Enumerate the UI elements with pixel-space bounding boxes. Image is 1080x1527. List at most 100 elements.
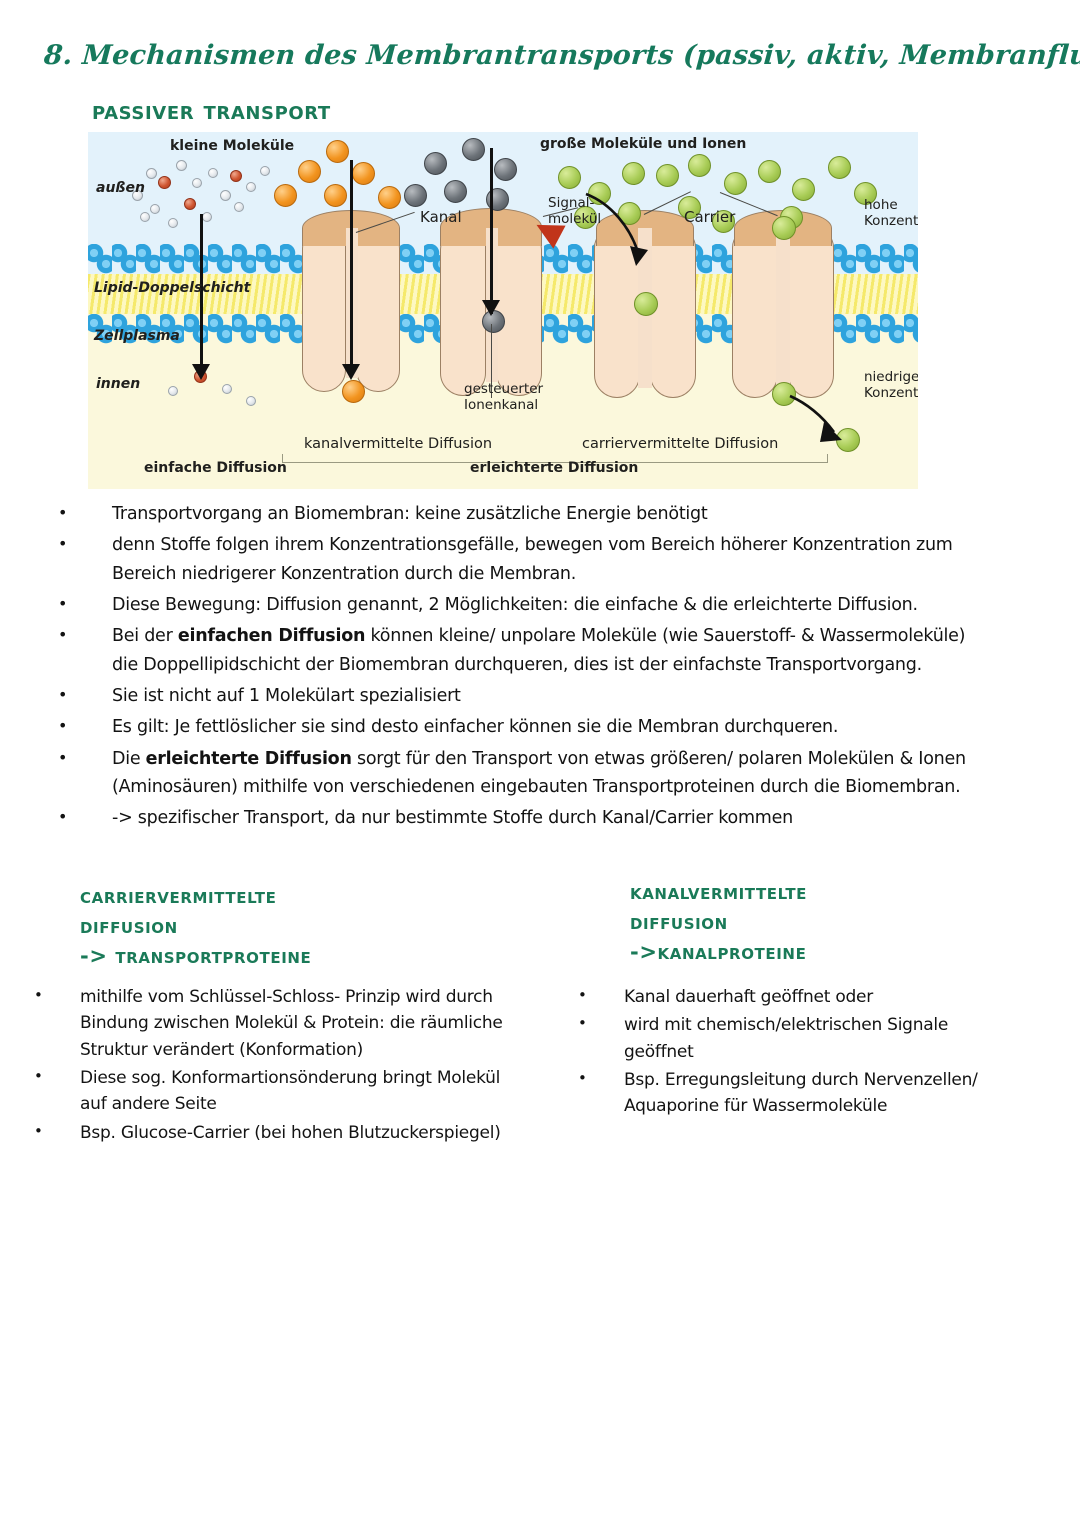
passive-transport-bullet-list: • Transportvorgang an Biomembran: keine … — [52, 500, 982, 836]
bullet-text: -> spezifischer Transport, da nur bestim… — [112, 804, 982, 832]
label-hohe-konzentration-line2: Konzentration — [864, 212, 918, 229]
bullet-text-pre: Es gilt: Je fettlöslicher sie sind desto… — [112, 717, 839, 738]
column-heading-kanalvermittelte-diffusion: kanalvermittelte Diffusion ->kanalprotei… — [630, 878, 807, 967]
label-zellplasma: Zellplasma — [94, 328, 180, 344]
small-molecule — [260, 166, 270, 176]
list-item: • Bsp. Erregungsleitung durch Nervenzell… — [572, 1067, 1002, 1120]
page-title: 8. Mechanismen des Membrantransports (pa… — [42, 40, 1080, 71]
orange-molecule-inside — [342, 380, 365, 403]
list-item: • Bei der einfachen Diffusion können kle… — [52, 622, 982, 679]
bullet-glyph: • — [58, 716, 68, 736]
column-heading-left-line1: carriervermittelte — [80, 884, 277, 908]
list-item: • Diese Bewegung: Diffusion genannt, 2 M… — [52, 591, 982, 619]
green-molecule — [792, 178, 815, 201]
list-item-text: Diese sog. Konformartionsönderung bringt… — [80, 1068, 501, 1115]
label-gesteuerter-ionenkanal: gesteuerter Ionenkanal — [464, 381, 574, 413]
bullet-glyph: • — [578, 1069, 587, 1088]
small-molecule — [220, 190, 231, 201]
label-aussen: außen — [96, 180, 145, 196]
carrier-protein-2-channel — [776, 228, 790, 388]
bullet-glyph: • — [58, 807, 68, 827]
list-item: • Die erleichterte Diffusion sorgt für d… — [52, 745, 982, 802]
bullet-text-post: sorgt für den Transport von etwas größer… — [112, 748, 966, 798]
bullet-text: denn Stoffe folgen ihrem Konzentrationsg… — [112, 531, 982, 588]
small-molecule — [146, 168, 157, 179]
label-signalmolekuel: Signal- molekül — [548, 195, 612, 227]
green-molecule — [724, 172, 747, 195]
orange-molecule — [378, 186, 401, 209]
small-molecule-polar — [158, 176, 171, 189]
bullet-text-pre: Die — [112, 748, 146, 769]
green-molecule — [618, 202, 641, 225]
column-heading-carriervermittelte-diffusion: carriervermittelte Diffusion -> Transpor… — [80, 882, 311, 971]
label-carrier: Carrier — [684, 208, 736, 226]
bullet-text-pre: -> spezifischer Transport, da nur bestim… — [112, 808, 793, 829]
label-niedrige-konzentration-line2: Konzentration — [864, 384, 918, 401]
green-molecule — [688, 154, 711, 177]
bullet-glyph: • — [34, 986, 43, 1004]
label-grosse-molekuele-und-ionen: große Moleküle und Ionen — [540, 136, 747, 152]
bullet-glyph: • — [58, 685, 68, 705]
orange-molecule — [274, 184, 297, 207]
channel-protein-left-lobe — [302, 228, 346, 392]
bullet-text: Diese Bewegung: Diffusion genannt, 2 Mög… — [112, 591, 982, 619]
list-item-text: Bsp. Erregungsleitung durch Nervenzellen… — [624, 1070, 978, 1117]
bullet-text: Transportvorgang an Biomembran: keine zu… — [112, 500, 982, 528]
bullet-text: Es gilt: Je fettlöslicher sie sind desto… — [112, 713, 982, 741]
bullet-glyph: • — [58, 594, 68, 614]
label-innen: innen — [96, 376, 141, 392]
green-molecule — [854, 182, 877, 205]
bullet-glyph: • — [34, 1067, 43, 1086]
bullet-text: Die erleichterte Diffusion sorgt für den… — [112, 745, 982, 802]
label-hohe-konzentration: hohe Konzentration — [864, 197, 918, 229]
orange-molecule — [352, 162, 375, 185]
label-hohe-konzentration-line1: hohe — [864, 197, 898, 213]
green-molecule — [558, 166, 581, 189]
simple-diffusion-arrow-head — [192, 364, 210, 380]
small-molecule — [192, 178, 202, 188]
green-molecule-released — [772, 382, 796, 406]
list-item: • -> spezifischer Transport, da nur best… — [52, 804, 982, 832]
small-molecule-inside — [246, 396, 256, 406]
bullet-text-pre: Bei der — [112, 626, 178, 647]
bullet-glyph: • — [58, 534, 68, 554]
bullet-text-pre: Sie ist nicht auf 1 Molekülart spezialis… — [112, 686, 461, 707]
column-heading-left-line2: Diffusion — [80, 913, 178, 938]
small-molecule — [234, 202, 244, 212]
carrier-protein-1-right-lobe — [650, 228, 696, 398]
small-molecule — [168, 218, 178, 228]
bullet-text-emphasis: erleichterte Diffusion — [145, 748, 352, 769]
green-molecule-bound-carrier-1 — [634, 292, 658, 316]
list-item-text: Bsp. Glucose-Carrier (bei hohen Blutzuck… — [80, 1122, 501, 1143]
bullet-glyph: • — [34, 1121, 43, 1140]
label-signalmolekuel-line1: Signal- — [548, 195, 595, 211]
small-molecule — [202, 212, 212, 222]
gated-channel-arrow-shaft — [490, 148, 493, 314]
grey-molecule — [462, 138, 485, 161]
column-heading-right-line2: Diffusion — [630, 909, 728, 934]
simple-diffusion-arrow-shaft — [200, 214, 203, 376]
list-item: • wird mit chemisch/elektrischen Signale… — [572, 1012, 1002, 1065]
gated-channel-right-lobe — [496, 228, 542, 396]
label-niedrige-konzentration-line1: niedrige — [864, 369, 918, 385]
label-gesteuerter-ionenkanal-line2: Ionenkanal — [464, 396, 539, 413]
green-molecule — [828, 156, 851, 179]
gated-channel-arrow-head — [482, 300, 500, 316]
carrier-diffusion-list: • mithilfe vom Schlüssel-Schloss- Prinzi… — [28, 984, 528, 1148]
carrier-protein-2-right-lobe — [788, 228, 834, 398]
channel-diffusion-list: • Kanal dauerhaft geöffnet oder • wird m… — [572, 984, 1002, 1122]
list-item: • Kanal dauerhaft geöffnet oder — [572, 984, 1002, 1010]
bullet-glyph: • — [578, 986, 587, 1004]
small-molecule — [140, 212, 150, 222]
grey-molecule — [494, 158, 517, 181]
membrane-transport-diagram: kleine Moleküle große Moleküle und Ionen… — [88, 132, 918, 489]
label-carriervermittelte-diffusion: carriervermittelte Diffusion — [582, 436, 779, 452]
green-molecule-entering-carrier-2 — [772, 216, 796, 240]
label-erleichterte-diffusion: erleichterte Diffusion — [470, 460, 639, 476]
column-heading-left-line3: -> Transportproteine — [80, 943, 312, 968]
list-item: • Sie ist nicht auf 1 Molekülart spezial… — [52, 682, 982, 710]
grey-molecule — [444, 180, 467, 203]
bullet-text-pre: denn Stoffe folgen ihrem Konzentrationsg… — [112, 535, 953, 584]
green-molecule-inside — [836, 428, 860, 452]
bullet-glyph: • — [58, 625, 68, 645]
